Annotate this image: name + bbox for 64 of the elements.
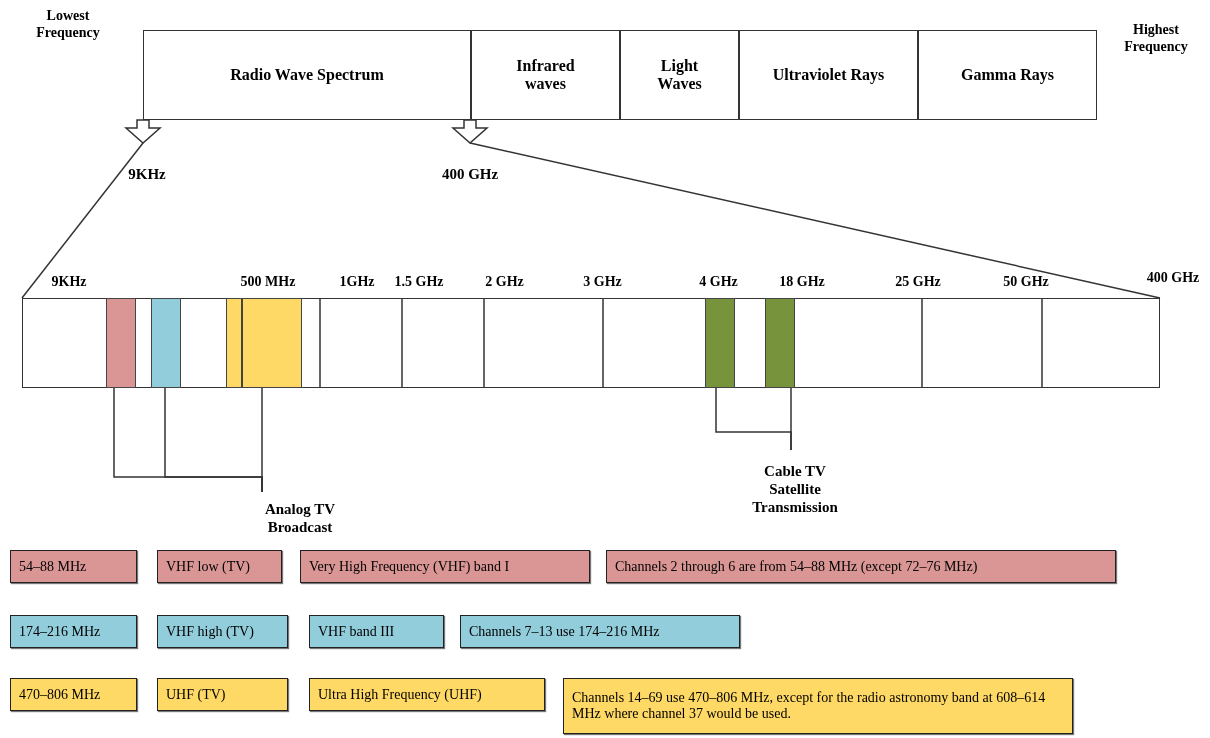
band-info-box [157, 678, 288, 711]
zoom-line [469, 142, 1161, 299]
band-info-box [10, 550, 137, 583]
block-arrow [451, 119, 489, 144]
band-info-box [606, 550, 1116, 583]
block-arrow [124, 119, 162, 144]
spectrum-segment [620, 30, 739, 120]
frequency-band [225, 297, 242, 388]
band-description: 470–806 MHz [19, 686, 101, 703]
tick-label: 18 GHz [778, 274, 826, 291]
frequency-label: Cable TV Satellite Transmission [751, 462, 839, 516]
frequency-band [241, 297, 302, 388]
segment-label: Infrared waves [515, 57, 576, 93]
frequency-label: 400 GHz [441, 165, 499, 183]
frequency-note: Lowest Frequency [35, 8, 101, 42]
band-info-box [563, 678, 1073, 734]
band-info-box [300, 550, 590, 583]
tick-label: 50 GHz [1002, 274, 1050, 291]
band-info-box [10, 615, 137, 648]
frequency-label: Analog TV Broadcast [263, 500, 337, 536]
spectrum-segment [918, 30, 1097, 120]
tick-label: 9KHz [50, 274, 88, 291]
tick-label: 1.5 GHz [393, 274, 445, 291]
frequency-band [105, 297, 136, 388]
band-info-box [157, 615, 288, 648]
spectrum-segment [143, 30, 471, 120]
tick-label: 4 GHz [698, 274, 739, 291]
frequency-band [704, 297, 735, 388]
band-description: Channels 7–13 use 174–216 MHz [469, 623, 660, 640]
tick-label: 2 GHz [484, 274, 525, 291]
tick-label: 3 GHz [582, 274, 623, 291]
band-info-box [460, 615, 740, 648]
band-description: Ultra High Frequency (UHF) [318, 686, 482, 703]
band-description: Channels 14–69 use 470–806 MHz, except for the radio astronomy band at 608–614 MHz where channel 37 would be used. [572, 690, 1047, 722]
tick-label: 25 GHz [894, 274, 942, 291]
band-description: UHF (TV) [166, 686, 226, 703]
band-description: Channels 2 through 6 are from 54–88 MHz (except 72–76 MHz) [615, 558, 978, 575]
frequency-note: Highest Frequency [1123, 22, 1189, 56]
frequency-label: 9KHz [128, 165, 166, 183]
band-description: 174–216 MHz [19, 623, 101, 640]
spectrum-segment [739, 30, 918, 120]
band-description: Very High Frequency (VHF) band I [309, 558, 510, 575]
frequency-band [150, 297, 181, 388]
band-info-box [157, 550, 282, 583]
band-description: 54–88 MHz [19, 558, 87, 575]
tick-label: 1GHz [338, 274, 376, 291]
band-info-box [10, 678, 137, 711]
connector-line [261, 387, 263, 493]
band-description: VHF high (TV) [166, 623, 254, 640]
frequency-band [764, 297, 795, 388]
segment-label: Light Waves [656, 57, 703, 93]
tick-label: 500 MHz [239, 274, 297, 291]
segment-label: Gamma Rays [961, 66, 1054, 84]
segment-label: Ultraviolet Rays [772, 66, 885, 84]
zoom-line [21, 142, 144, 299]
connector-line [790, 387, 792, 451]
spectrum-segment [471, 30, 620, 120]
band-info-box [309, 678, 545, 711]
band-info-box [309, 615, 444, 648]
segment-label: Radio Wave Spectrum [230, 66, 384, 84]
band-description: VHF band III [318, 623, 395, 640]
tick-label: 400 GHz [1145, 270, 1201, 287]
band-description: VHF low (TV) [166, 558, 250, 575]
frequency-bar [22, 298, 1160, 388]
